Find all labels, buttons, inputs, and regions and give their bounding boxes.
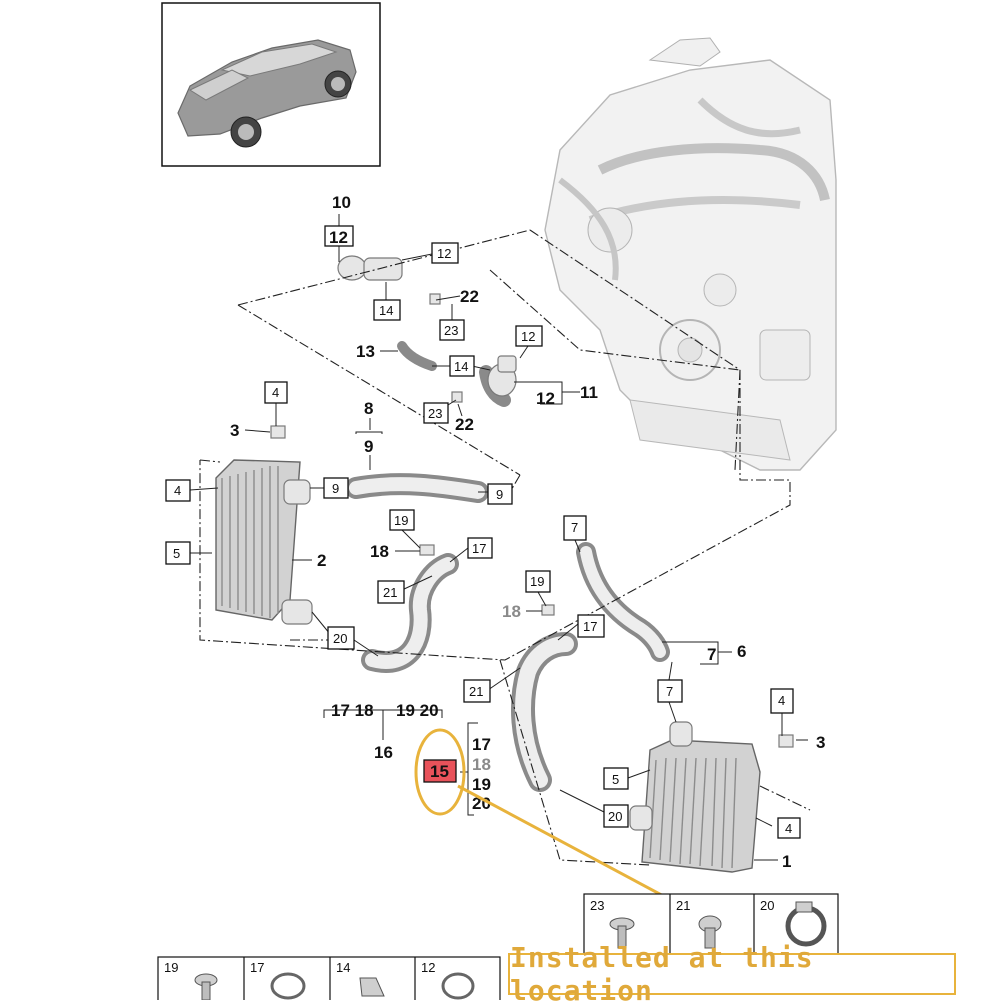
legend-label: 19 [164,960,178,975]
legend-label: 12 [421,960,435,975]
callout-box-label: 17 [472,541,486,556]
callout-box-label: 14 [454,359,468,374]
callout-label: 16 [374,743,393,762]
callout-box-label: 9 [496,487,503,502]
callout-label: 6 [737,642,746,661]
hose-clamp-icon [785,901,827,947]
callout-label: 7 [707,645,716,664]
callout-label: 10 [332,193,351,212]
callout-box-label: 4 [272,385,279,400]
callout-labels: 10 12 12 22 14 23 13 14 12 12 11 23 22 4… [165,193,825,871]
callout-label: 17 18 [331,701,374,720]
callout-box-label: 17 [583,619,597,634]
legend-label: 20 [760,898,774,913]
callout-box-label: 19 [530,574,544,589]
seal-ring-icon [441,972,475,1000]
seal-ring-icon [270,972,306,1000]
callout-label: 8 [364,399,373,418]
vehicle-thumbnail [161,2,381,167]
legend-label: 14 [336,960,350,975]
callout-label: 19 20 [396,701,439,720]
callout-label: 22 [460,287,479,306]
highlight-ring [414,728,466,816]
bolt-icon [609,917,635,949]
callout-label: 19 [472,775,491,794]
callout-label: 2 [317,551,326,570]
intercooler-right [629,721,761,873]
callout-label: 12 [329,228,348,247]
callout-box-label: 23 [444,323,458,338]
callout-box-label: 23 [428,406,442,421]
callout-box-label: 20 [608,809,622,824]
callout-box-label: 14 [379,303,393,318]
callout-label: 9 [364,437,373,456]
callout-label: 13 [356,342,375,361]
assembly-boundary-lines [199,229,811,866]
callout-box-label: 5 [612,772,619,787]
callout-label: 18 [502,602,521,621]
callout-box-label: 21 [469,684,483,699]
highlighted-part-box [423,759,457,783]
callout-label: 3 [816,733,825,752]
callout-box-label: 9 [332,481,339,496]
intercooler-left [215,459,313,625]
callout-box-label: 7 [571,520,578,535]
legend-strip-top: 23 21 20 [583,893,839,959]
highlighted-part-label: 15 [430,762,449,781]
charge-air-hoses [270,255,794,792]
legend-label: 17 [250,960,264,975]
install-location-banner: Installed at this location [508,941,956,1007]
legend-label: 21 [676,898,690,913]
clip-icon [359,977,385,997]
callout-label: 11 [580,383,598,402]
callout-box-label: 12 [521,329,535,344]
callout-box-label: 20 [333,631,347,646]
callout-label: 3 [230,421,239,440]
callout-box-label: 4 [778,693,785,708]
callout-box-label: 21 [383,585,397,600]
bolt-icon [194,973,218,1000]
callout-label: 18 [370,542,389,561]
screw-icon [698,915,722,949]
callout-box-label: 7 [666,684,673,699]
leader-lines [189,214,808,861]
callout-label: 12 [536,389,555,408]
callout-box-label: 5 [173,546,180,561]
legend-strip-bottom: 19 17 14 12 [157,956,501,1000]
callout-box-label: 12 [437,246,451,261]
callout-label: 22 [455,415,474,434]
callout-box-label: 4 [174,483,181,498]
callout-label: 18 [472,755,491,774]
engine-assembly [544,37,837,471]
callout-box-label: 4 [785,821,792,836]
callout-box-label: 19 [394,513,408,528]
callout-label: 20 [472,794,491,813]
callout-label: 17 [472,735,491,754]
callout-label: 1 [782,852,791,871]
legend-label: 23 [590,898,604,913]
